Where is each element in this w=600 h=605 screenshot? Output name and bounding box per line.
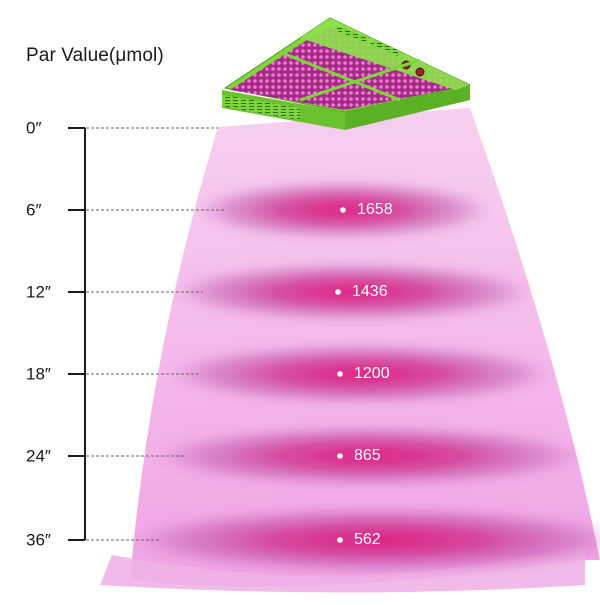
par-value-label: 562 <box>354 532 381 548</box>
value-bullet <box>337 453 343 459</box>
distance-label: 6″ <box>26 202 41 219</box>
value-bullet <box>335 289 341 295</box>
value-bullet <box>337 537 343 543</box>
value-bullet <box>340 207 346 213</box>
distance-label: 12″ <box>26 284 51 301</box>
distance-label: 0″ <box>26 120 41 137</box>
distance-label: 24″ <box>26 448 51 465</box>
distance-label: 36″ <box>26 532 51 549</box>
chart-title: Par Value(μmol) <box>26 45 164 67</box>
par-value-label: 1436 <box>352 284 388 300</box>
par-value-label: 1658 <box>357 202 393 218</box>
par-value-label: 1200 <box>354 366 390 382</box>
distance-label: 18″ <box>26 366 51 383</box>
par-value-label: 865 <box>354 448 381 464</box>
value-bullet <box>337 371 343 377</box>
